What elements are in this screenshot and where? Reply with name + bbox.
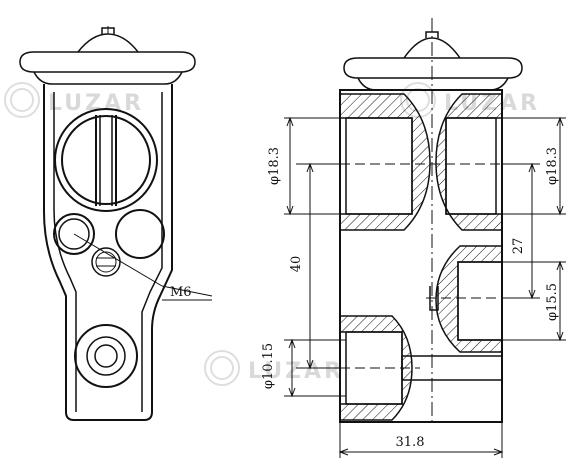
body-inner-left bbox=[53, 92, 77, 412]
mount-hole-bolt bbox=[94, 344, 118, 368]
port-slot bbox=[95, 115, 117, 206]
dim-label-d15: φ15.5 bbox=[545, 283, 560, 321]
watermark-brand-text: LUZAR bbox=[248, 359, 344, 384]
cap-lower-edge bbox=[33, 71, 183, 85]
body-inner-right bbox=[141, 92, 163, 412]
mid-bore-pin bbox=[429, 286, 439, 311]
mount-hole-outer bbox=[74, 324, 138, 388]
upper-bore-left bbox=[345, 117, 413, 215]
mid-bore-hatch bbox=[435, 245, 503, 353]
dim-label-27: 27 bbox=[511, 238, 526, 255]
dim-label-d18-left: φ18.3 bbox=[267, 147, 282, 185]
dim-label-31-8: 31.8 bbox=[396, 435, 425, 450]
dim-label-40: 40 bbox=[289, 256, 304, 273]
upper-bore-left-hatch bbox=[339, 93, 431, 231]
small-port-right bbox=[115, 209, 165, 259]
watermark-bottom: LUZAR bbox=[204, 350, 344, 386]
upper-bore-right-hatch bbox=[435, 93, 503, 231]
cap-dome bbox=[77, 33, 139, 53]
small-port-left-outer bbox=[53, 213, 95, 255]
upper-bore-right bbox=[445, 117, 497, 215]
valve-front-view: M6 bbox=[19, 26, 213, 421]
body-outline bbox=[43, 84, 173, 421]
dim-label-d10: φ10.15 bbox=[261, 343, 276, 389]
section-cap-flange bbox=[343, 57, 523, 79]
large-port-outer bbox=[54, 108, 158, 212]
section-cap-lower bbox=[357, 77, 509, 91]
thread-hole bbox=[91, 247, 121, 277]
large-port-inner bbox=[61, 115, 151, 205]
thread-leader-tail bbox=[161, 285, 213, 297]
mount-hole-inner bbox=[86, 336, 126, 376]
valve-section-view: φ18.3 40 φ10.15 φ18.3 27 φ15.5 bbox=[261, 18, 566, 458]
dim-label-d18-right: φ18.3 bbox=[545, 147, 560, 185]
watermark-brand-text: LUZAR bbox=[48, 91, 144, 116]
small-port-left-inner bbox=[58, 218, 90, 250]
mid-bore bbox=[457, 261, 503, 341]
cap-flange bbox=[19, 51, 196, 73]
thread-leader bbox=[73, 233, 163, 287]
thread-label: M6 bbox=[170, 285, 192, 300]
